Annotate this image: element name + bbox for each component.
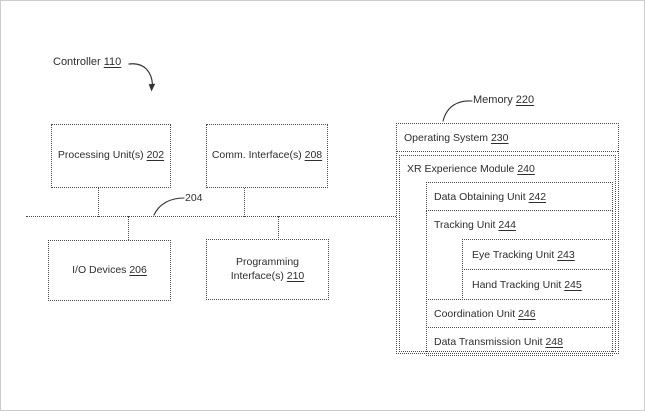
programming-ref: 210 (286, 269, 305, 282)
connector-comm-to-bus (244, 188, 245, 217)
programming-interfaces-box: Programming Interface(s) 210 (206, 239, 329, 300)
comm-interfaces-box: Comm. Interface(s) 208 (206, 124, 328, 188)
io-devices-text: I/O Devices (72, 263, 127, 276)
eye-tracking-unit-box: Eye Tracking Unit 243 (462, 239, 613, 270)
controller-arrowhead-icon (148, 83, 156, 92)
comm-interfaces-label: Comm. Interface(s) 208 (212, 149, 322, 162)
coordination-unit-text: Coordination Unit (434, 307, 516, 320)
tracking-unit-box: Tracking Unit 244 Eye Tracking Unit 243 (426, 210, 613, 300)
xr-units-stack: Data Obtaining Unit 242 Tracking Unit 24… (426, 182, 613, 356)
operating-system-box: Operating System 230 (397, 124, 618, 152)
bus-line (26, 216, 396, 217)
coordination-unit-box: Coordination Unit 246 (426, 299, 613, 328)
data-transmission-unit-ref: 248 (545, 335, 563, 348)
hand-tracking-unit-text: Hand Tracking Unit (472, 278, 562, 291)
programming-interfaces-label: Programming Interface(s) 210 (231, 256, 305, 282)
bus-ref-label: 204 (185, 192, 203, 204)
eye-tracking-unit-text: Eye Tracking Unit (472, 248, 555, 261)
tracking-unit-label-row: Tracking Unit 244 (427, 211, 612, 239)
io-devices-ref: 206 (129, 263, 147, 276)
controller-ref-numeral: 110 (103, 56, 122, 68)
io-devices-label: I/O Devices 206 (72, 264, 147, 277)
tracking-unit-ref: 244 (498, 219, 516, 231)
xr-module-label-row: XR Experience Module 240 (400, 156, 615, 182)
comm-interfaces-ref: 208 (304, 149, 323, 162)
eye-tracking-unit-label: Eye Tracking Unit 243 (472, 249, 575, 261)
tracking-unit-text: Tracking Unit (434, 219, 496, 231)
bus-leader-line (153, 197, 185, 216)
programming-line2: Interface(s) (230, 269, 284, 282)
controller-label-text: Controller (53, 56, 101, 68)
processing-units-label: Processing Unit(s) 202 (58, 149, 164, 162)
memory-label-text: Memory (473, 94, 513, 106)
comm-interfaces-text: Comm. Interface(s) (211, 149, 302, 162)
processing-units-text: Processing Unit(s) (57, 149, 144, 162)
data-obtaining-unit-ref: 242 (528, 190, 547, 203)
connector-processing-to-bus (98, 188, 99, 217)
hand-tracking-unit-box: Hand Tracking Unit 245 (462, 269, 613, 300)
xr-module-text: XR Experience Module (407, 163, 515, 175)
data-transmission-unit-label: Data Transmission Unit 248 (434, 336, 563, 348)
memory-box: Operating System 230 XR Experience Modul… (396, 123, 619, 356)
io-devices-box: I/O Devices 206 (48, 240, 171, 301)
data-transmission-unit-box: Data Transmission Unit 248 (426, 327, 613, 356)
data-transmission-unit-text: Data Transmission Unit (434, 335, 543, 348)
programming-line1: Programming (235, 256, 300, 269)
tracking-unit-label: Tracking Unit 244 (434, 219, 516, 231)
eye-tracking-unit-ref: 243 (557, 248, 575, 261)
hand-tracking-unit-ref: 245 (564, 278, 582, 291)
hand-tracking-unit-label: Hand Tracking Unit 245 (472, 279, 582, 291)
data-obtaining-unit-label: Data Obtaining Unit 242 (434, 191, 546, 203)
xr-experience-module-box: XR Experience Module 240 Data Obtaining … (399, 155, 616, 356)
coordination-unit-label: Coordination Unit 246 (434, 308, 536, 320)
memory-leader-line (442, 100, 473, 122)
controller-label: Controller 110 (53, 56, 121, 68)
connector-bus-to-programming (278, 216, 279, 240)
operating-system-ref: 230 (490, 131, 509, 144)
connector-bus-to-io (128, 216, 129, 240)
coordination-unit-ref: 246 (518, 307, 536, 320)
xr-module-ref: 240 (517, 163, 535, 175)
data-obtaining-unit-box: Data Obtaining Unit 242 (426, 182, 613, 211)
processing-units-box: Processing Unit(s) 202 (51, 124, 171, 188)
operating-system-text: Operating System (404, 131, 489, 144)
operating-system-label: Operating System 230 (404, 132, 509, 144)
data-obtaining-unit-text: Data Obtaining Unit (434, 190, 526, 203)
xr-module-label: XR Experience Module 240 (407, 163, 535, 175)
processing-units-ref: 202 (146, 149, 165, 162)
memory-label: Memory 220 (473, 94, 534, 106)
memory-ref-numeral: 220 (515, 94, 535, 106)
controller-arrow (128, 63, 154, 86)
